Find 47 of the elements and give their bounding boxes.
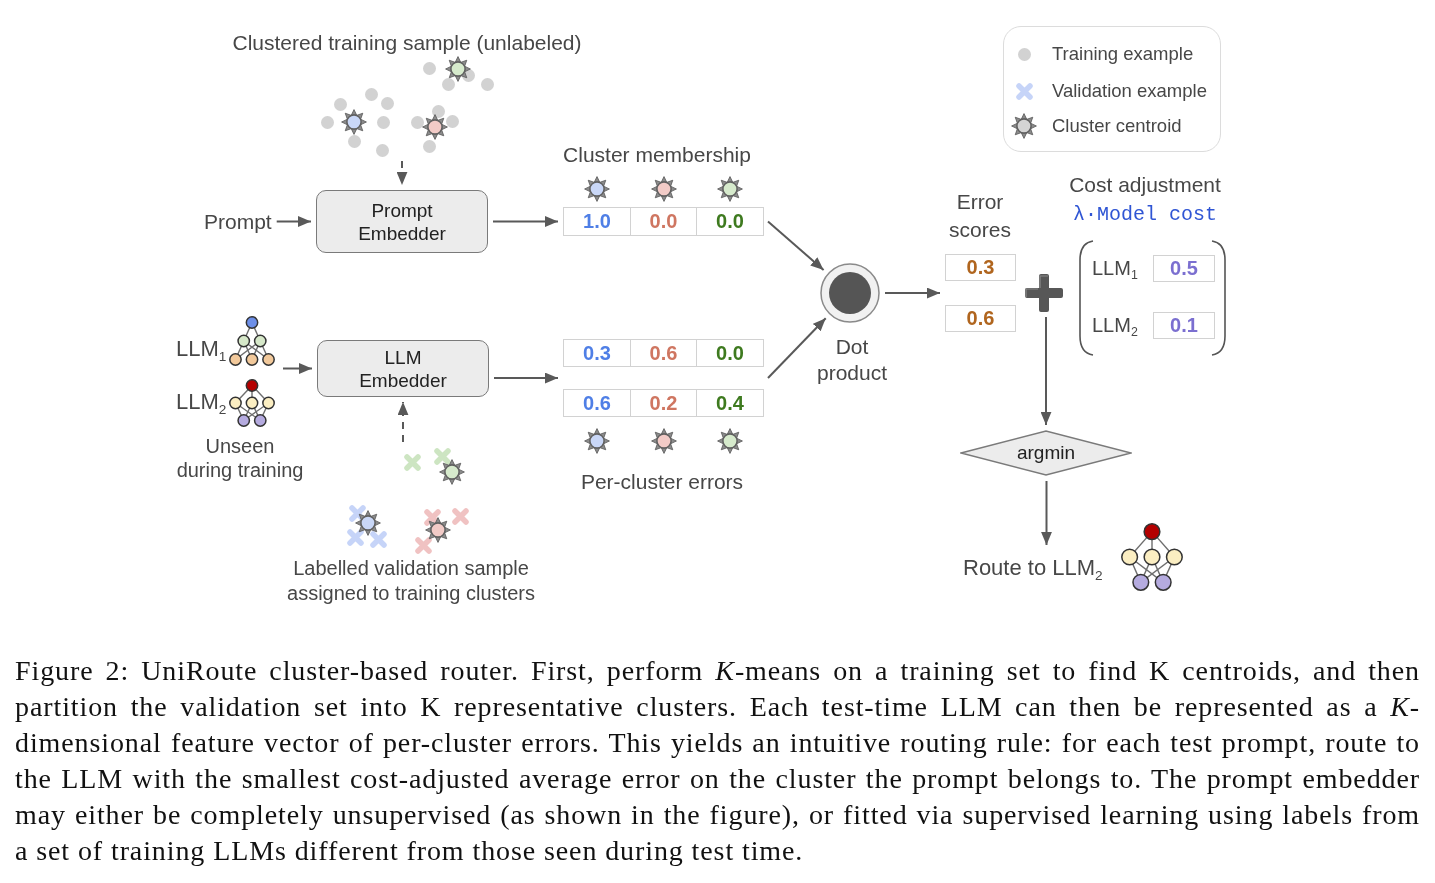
value-cell: 0.3 bbox=[563, 339, 631, 367]
cluster-heading: Labelled validation sample assigned to training clusters bbox=[286, 556, 536, 606]
decision-diamond: argmin bbox=[960, 430, 1132, 476]
arrow bbox=[1040, 316, 1052, 426]
output-label: Route to LLM$_{2}$ bbox=[963, 555, 1103, 581]
process-box: LLM Embedder bbox=[317, 340, 489, 397]
annotation-text: Unseen during training bbox=[175, 434, 305, 482]
value-cell: 0.2 bbox=[629, 389, 698, 417]
model-label: LLM$_{2}$ bbox=[1092, 313, 1138, 337]
arrow bbox=[767, 317, 827, 379]
dashed-arrow bbox=[396, 160, 408, 186]
plus-icon bbox=[1025, 274, 1063, 312]
model-label: LLM$_{1}$ bbox=[1092, 256, 1138, 280]
arrow bbox=[492, 216, 559, 227]
value-cell: 0.1 bbox=[1153, 312, 1215, 339]
value-cell: 0.3 bbox=[945, 254, 1016, 281]
process-box: Prompt Embedder bbox=[316, 190, 488, 253]
section-heading: Cluster membership bbox=[563, 142, 751, 167]
value-cell: 0.0 bbox=[696, 339, 764, 367]
section-heading: Per-cluster errors bbox=[580, 469, 744, 494]
section-heading: Cost adjustment bbox=[1069, 172, 1221, 197]
legend-label: Validation example bbox=[1052, 80, 1207, 102]
section-heading: Error scores bbox=[948, 189, 1012, 243]
arrow bbox=[282, 363, 313, 374]
value-cell: 0.0 bbox=[696, 207, 764, 236]
model-label: LLM$_{2}$ bbox=[176, 389, 227, 415]
value-cell: 0.6 bbox=[563, 389, 631, 417]
arrow bbox=[767, 220, 825, 271]
legend-label: Cluster centroid bbox=[1052, 115, 1182, 137]
cluster-heading: Clustered training sample (unlabeled) bbox=[232, 30, 582, 55]
formula-text: λ·Model cost bbox=[1073, 203, 1217, 227]
caption: Figure 2: UniRoute cluster-based router. First, perform K-means on a training set to find K centroids, and then partition the validation set into K representative clusters. Each test-time LLM can then be represented as a K-dimensional feature vector of per-cluster errors. This yields an intuitive routing rule: for each test prompt, route to the LLM with the smallest cost-adjusted average error on the cluster the prompt belongs to. The prompt embedder may either be completely unsupervised (as shown in the figure), or fitted via supervised learning using labels from a set of training LLMs different from those seen during test time. bbox=[15, 654, 1420, 868]
value-cell: 0.6 bbox=[945, 305, 1016, 332]
value-cell: 0.6 bbox=[629, 339, 698, 367]
legend-label: Training example bbox=[1052, 43, 1194, 65]
input-label: Prompt bbox=[204, 209, 272, 234]
model-label: LLM$_{1}$ bbox=[176, 336, 227, 362]
arrow bbox=[884, 287, 941, 299]
arrow bbox=[275, 216, 312, 227]
arrow bbox=[493, 372, 559, 384]
arrow bbox=[1041, 480, 1052, 546]
value-cell: 0.5 bbox=[1153, 255, 1215, 282]
value-cell: 0.4 bbox=[696, 389, 764, 417]
operator-label: Dot product bbox=[815, 334, 888, 386]
value-cell: 0.0 bbox=[629, 207, 698, 236]
dashed-arrow bbox=[397, 401, 409, 443]
value-cell: 1.0 bbox=[563, 207, 631, 236]
